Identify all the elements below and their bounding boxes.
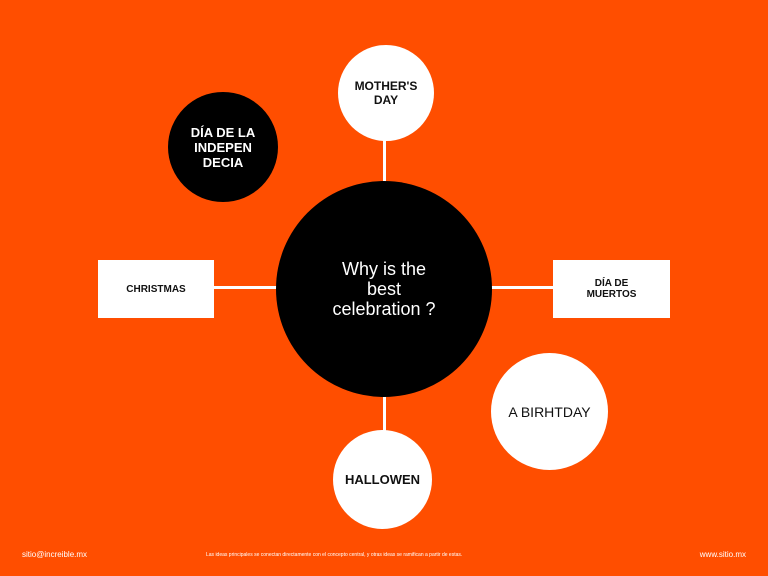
footer-email: sitio@increible.mx [22, 550, 88, 559]
footer-note: Las ideas principales se conectan direct… [206, 552, 463, 558]
node-label: CHRISTMAS [126, 283, 186, 295]
node-dia-de-la-independencia: DÍA DE LA INDEPEN DECIA [168, 92, 278, 202]
node-label: DÍA DE MUERTOS [586, 278, 637, 300]
node-label: A BIRHTDAY [508, 403, 591, 420]
node-label: MOTHER'S DAY [354, 79, 418, 107]
connector-bottom [383, 396, 386, 431]
footer-website: www.sitio.mx [699, 550, 746, 559]
node-mothers-day: MOTHER'S DAY [338, 45, 434, 141]
node-christmas: CHRISTMAS [98, 260, 214, 318]
central-concept-label: Why is the best celebration ? [332, 259, 436, 319]
node-label: DÍA DE LA INDEPEN DECIA [190, 124, 256, 170]
node-halloween: HALLOWEN [333, 430, 432, 529]
node-label: HALLOWEN [344, 472, 421, 487]
connector-top [383, 140, 386, 182]
node-dia-de-muertos: DÍA DE MUERTOS [553, 260, 670, 318]
connector-right [491, 286, 554, 289]
central-concept-node: Why is the best celebration ? [276, 181, 492, 397]
connector-left [213, 286, 277, 289]
node-birthday: A BIRHTDAY [491, 353, 608, 470]
